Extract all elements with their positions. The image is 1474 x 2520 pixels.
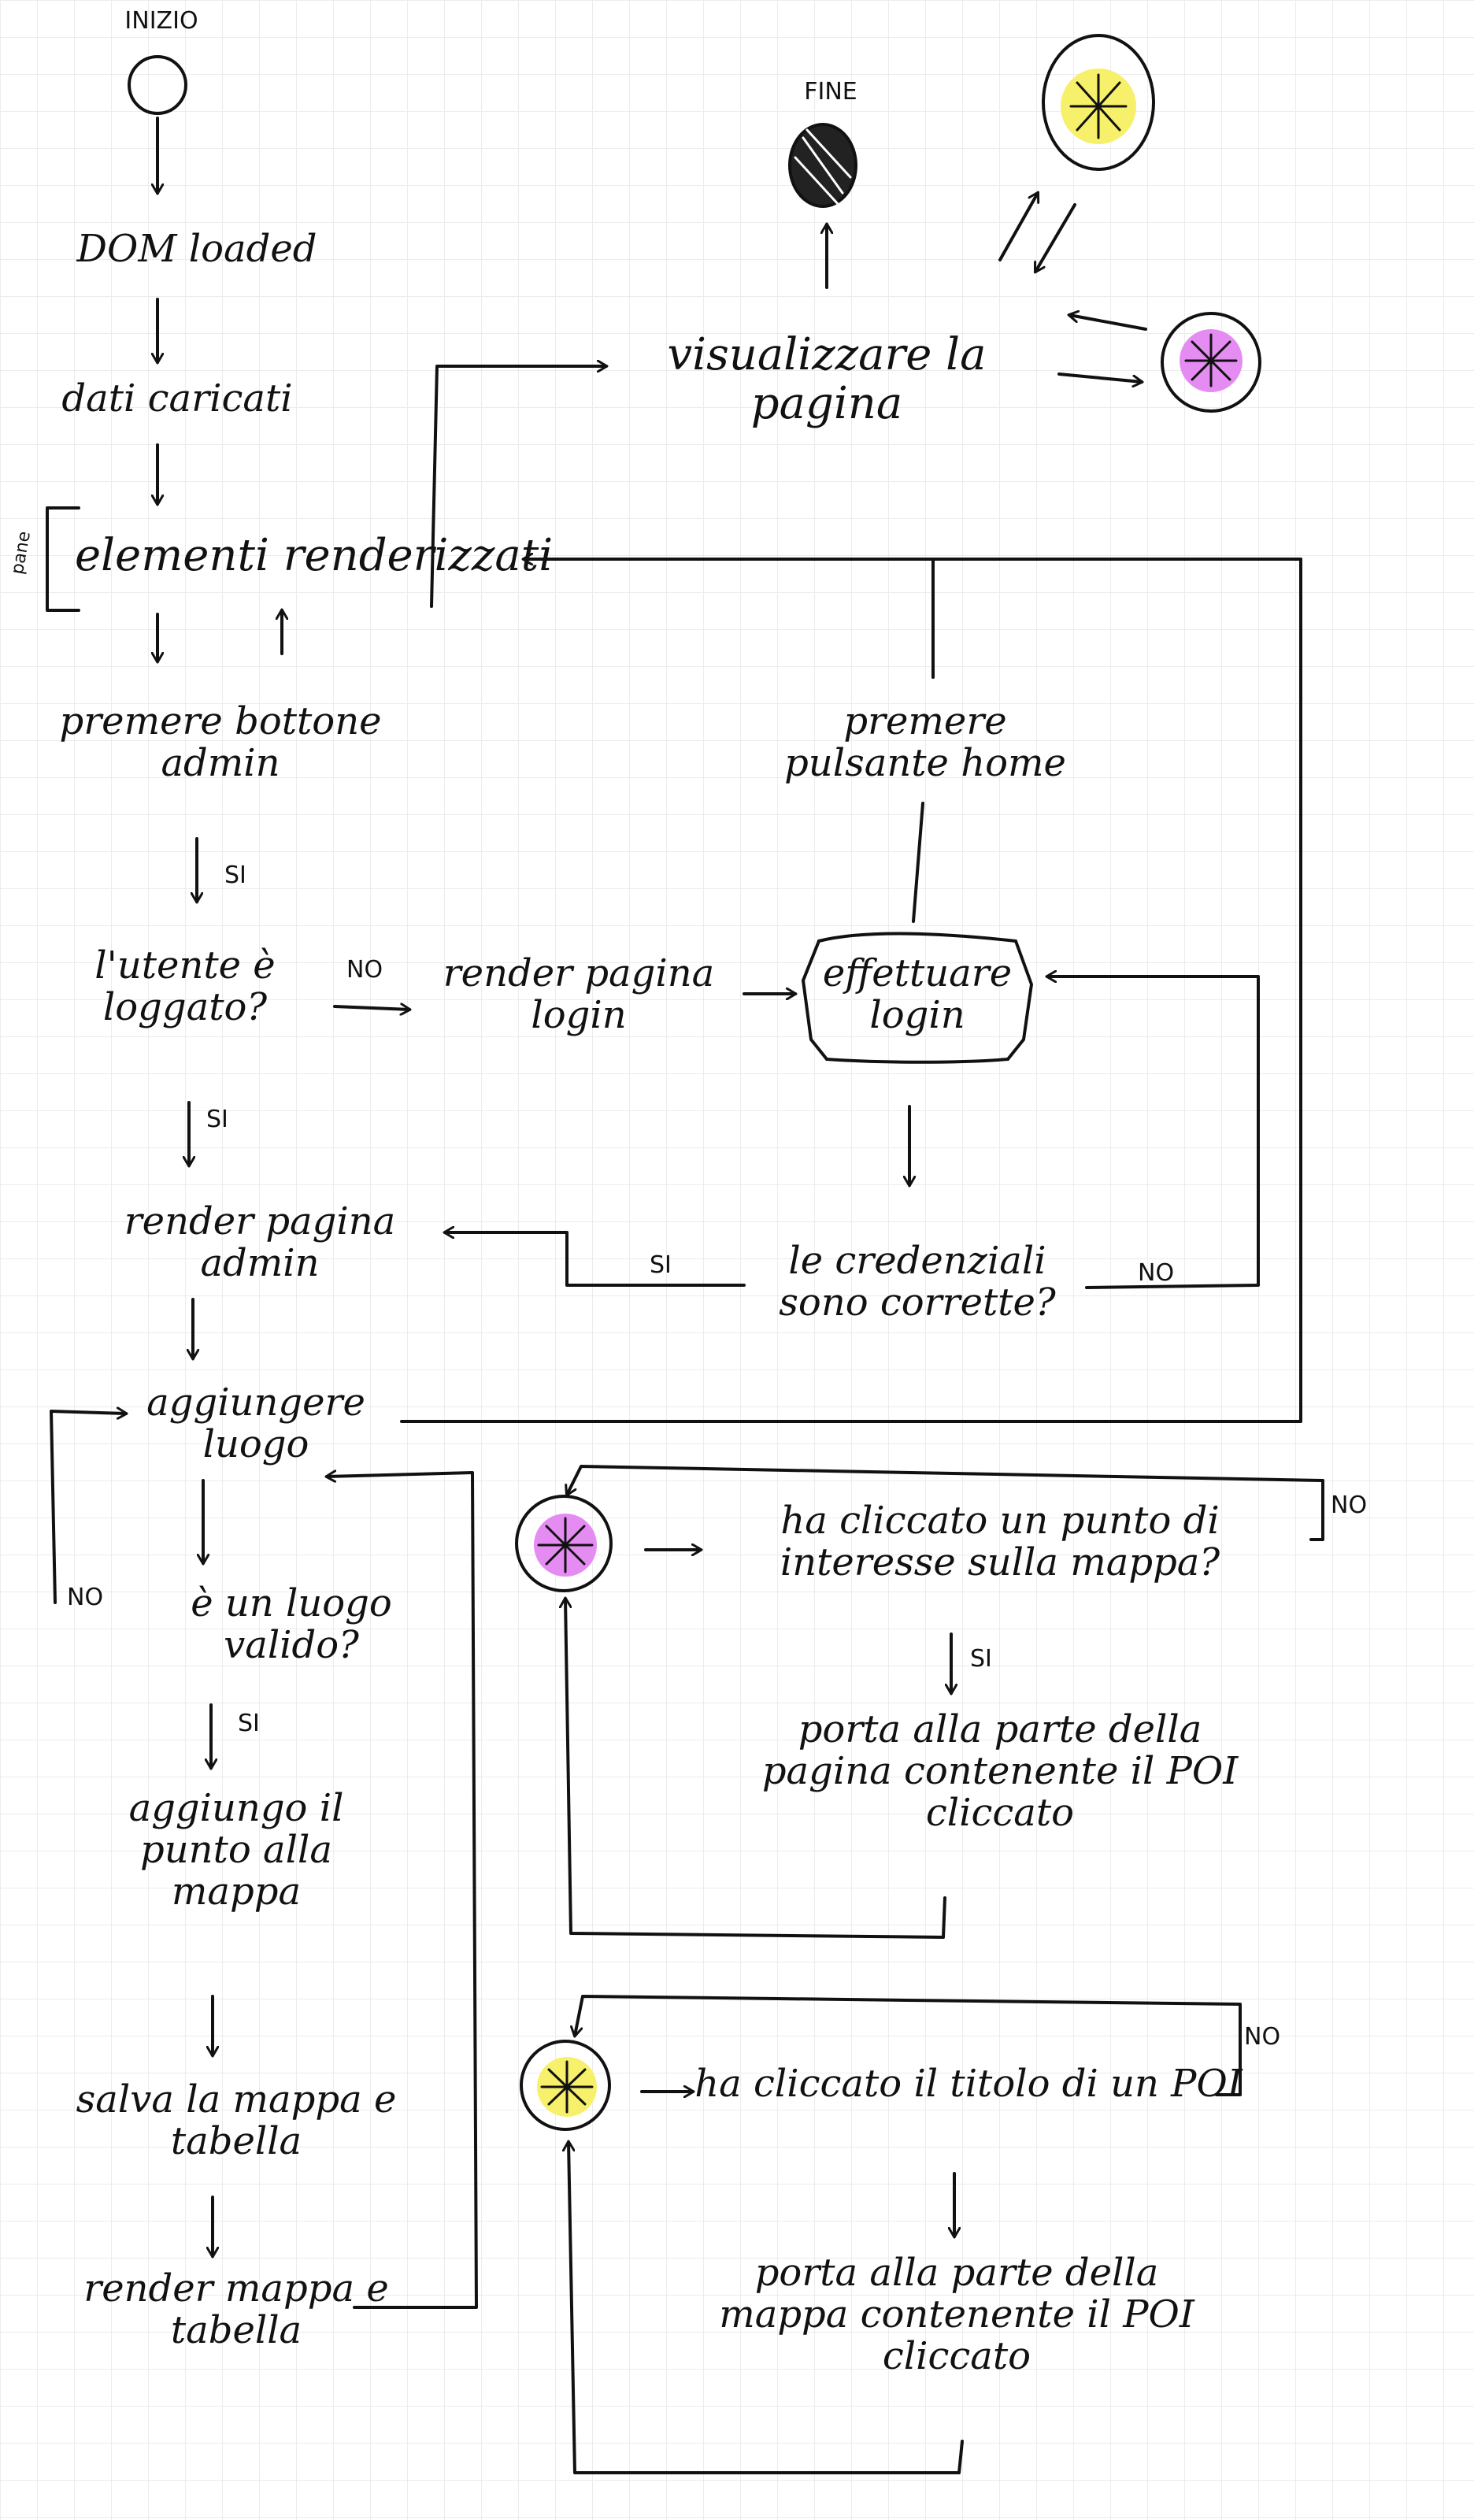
luogo-valido-node: è un luogo valido? <box>191 1581 392 1667</box>
porta-mappa-node: porta alla parte della mappa contenente … <box>719 2251 1194 2378</box>
pink-event-node-map <box>515 1495 613 1592</box>
end-label: FINE <box>804 78 857 106</box>
edge-label-no-5: NO <box>1244 2023 1281 2051</box>
effettuare-login-node: effettuare login <box>822 951 1013 1037</box>
salva-node: salva la mappa e tabella <box>76 2077 397 2163</box>
cliccato-punto-node: ha cliccato un punto di interesse sulla … <box>780 1499 1220 1584</box>
edge-label-si-3: SI <box>650 1251 672 1279</box>
edge-label-si-4: SI <box>238 1710 260 1737</box>
edge-label-si-5: SI <box>970 1645 992 1673</box>
visualizzare-node: visualizzare la pagina <box>667 329 987 429</box>
cliccato-titolo-node: ha cliccato il titolo di un POI <box>694 2062 1243 2106</box>
pink-event-node-top <box>1161 312 1261 413</box>
porta-pagina-node: porta alla parte della pagina contenente… <box>761 1707 1239 1835</box>
yellow-event-node-table <box>520 2040 611 2131</box>
premere-home-node: premere pulsante home <box>784 699 1066 785</box>
edge-label-no-3: NO <box>67 1584 104 1611</box>
edge-label-si-2: SI <box>206 1106 228 1133</box>
credenziali-node: le credenziali sono corrette? <box>779 1239 1056 1325</box>
start-node <box>128 55 187 115</box>
render-mappa-node: render mappa e tabella <box>83 2266 389 2352</box>
render-login-node: render pagina login <box>443 951 715 1037</box>
render-admin-node: render pagina admin <box>124 1199 396 1285</box>
aggiungo-punto-node: aggiungo il punto alla mappa <box>128 1786 344 1914</box>
start-label: INIZIO <box>124 7 198 35</box>
dom-loaded-node: DOM loaded <box>76 227 317 271</box>
premere-admin-node: premere bottone admin <box>59 699 382 785</box>
utente-loggato-node: l'utente è loggato? <box>94 943 276 1029</box>
edge-label-no-4: NO <box>1331 1492 1368 1519</box>
yellow-event-node-top <box>1042 34 1155 171</box>
edge-label-si-1: SI <box>224 862 246 889</box>
aggiungere-luogo-node: aggiungere luogo <box>146 1380 365 1466</box>
edge-label-no-1: NO <box>346 956 383 984</box>
dati-caricati-node: dati caricati <box>61 376 293 421</box>
edge-label-no-2: NO <box>1138 1259 1175 1287</box>
elementi-renderizzati-node: elementi renderizzati <box>75 530 554 581</box>
